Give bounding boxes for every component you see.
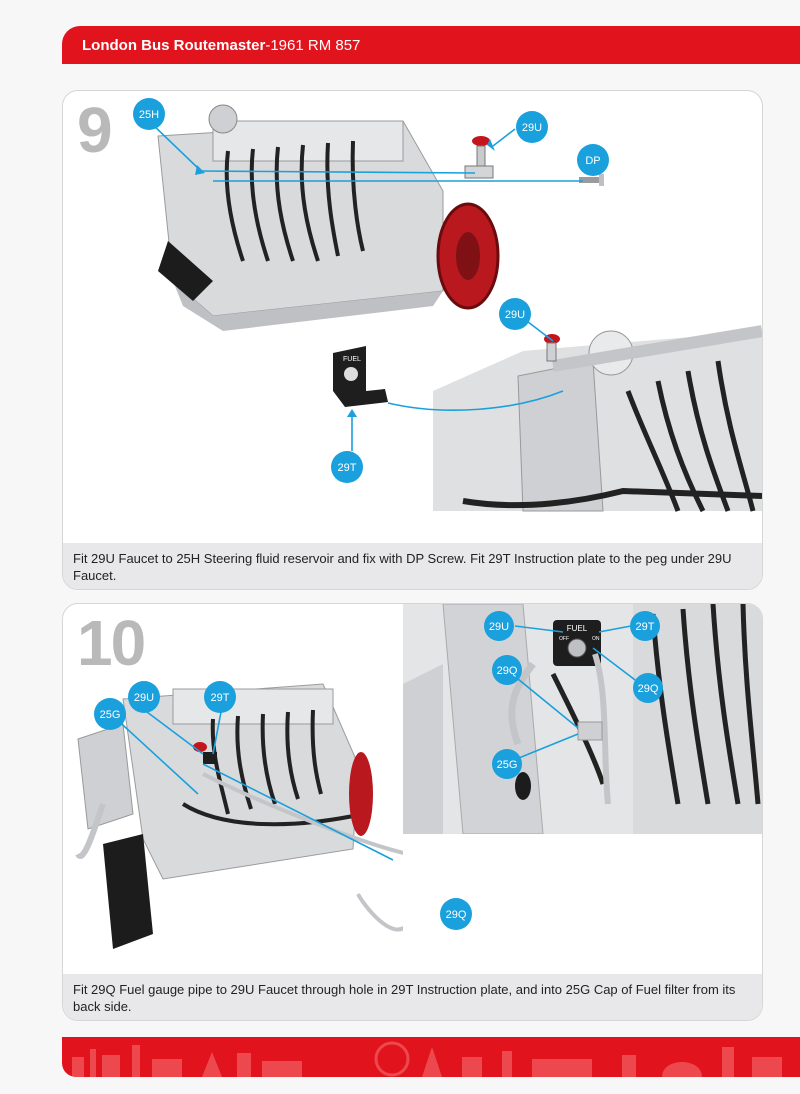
svg-text:29U: 29U [489, 621, 509, 633]
step-number-10: 10 [77, 607, 146, 679]
fuel-gauge-pipe [202, 772, 403, 932]
svg-text:29Q: 29Q [497, 665, 518, 677]
step-10-illustration: 25G 29U 29T [75, 681, 403, 949]
screw-dp [579, 174, 604, 186]
svg-text:29Q: 29Q [446, 909, 467, 921]
step-number-9: 9 [77, 94, 113, 166]
callout-29q-main: 29Q [440, 898, 472, 930]
title-bold: London Bus Routemaster [82, 37, 266, 54]
svg-text:29T: 29T [338, 462, 357, 474]
leader-lines [150, 122, 583, 451]
inset-callout-29t: 29T [630, 611, 660, 641]
svg-text:DP: DP [585, 155, 600, 167]
callout-29u: 29U [128, 681, 160, 713]
svg-text:29U: 29U [522, 122, 542, 134]
step-10-panel: 10 [62, 603, 763, 1021]
callout-29t: 29T [331, 451, 363, 483]
inset-callout-29u: 29U [484, 611, 514, 641]
svg-text:29T: 29T [636, 621, 655, 633]
page-title: London Bus Routemaster-1961 RM 857 [82, 37, 360, 54]
footer-skyline-bar [62, 1037, 800, 1077]
svg-text:25G: 25G [497, 759, 518, 771]
callout-29u-top: 29U [516, 111, 548, 143]
faucet-part-top [464, 136, 494, 179]
inset-illustration: FUEL OFF ON 29U 29T [403, 604, 762, 834]
step-10-overlay: 29Q [440, 898, 472, 930]
inset-callout-29q-a: 29Q [492, 655, 522, 685]
callout-29u-mid: 29U [499, 298, 531, 330]
svg-text:29U: 29U [134, 692, 154, 704]
fan-blades-10 [103, 834, 153, 949]
svg-text:29Q: 29Q [638, 683, 659, 695]
step-10-caption: Fit 29Q Fuel gauge pipe to 29U Faucet th… [63, 974, 762, 1020]
instruction-plate-29t: FUEL [333, 346, 388, 407]
engine-block-main [157, 104, 500, 331]
step-9-illustration: FUEL 25H 29U DP 29U [133, 98, 762, 513]
step-9-panel: 9 [62, 90, 763, 590]
engine-closeup [433, 325, 762, 513]
callout-25h: 25H [133, 98, 165, 130]
fan-blades [158, 241, 213, 301]
inset-callout-29q-b: 29Q [633, 673, 663, 703]
title-rest: -1961 RM 857 [265, 37, 361, 54]
callout-25g: 25G [94, 698, 126, 730]
step-10-inset: FUEL OFF ON 29U 29T [401, 604, 762, 836]
callout-dp: DP [577, 144, 609, 176]
plate-label: FUEL [343, 356, 361, 363]
leader-lines-10 [112, 708, 394, 861]
skyline-silhouette [72, 1041, 782, 1077]
callout-29t: 29T [204, 681, 236, 713]
step-9-caption: Fit 29U Faucet to 25H Steering fluid res… [63, 543, 762, 589]
svg-text:25H: 25H [139, 109, 159, 121]
inset-plate-fuel: FUEL [567, 624, 588, 633]
svg-text:25G: 25G [100, 709, 121, 721]
svg-text:29U: 29U [505, 309, 525, 321]
engine-block-step10 [75, 683, 403, 949]
inset-plate-off: OFF [559, 636, 569, 642]
header-bar: London Bus Routemaster-1961 RM 857 [62, 26, 800, 64]
inset-plate-on: ON [592, 636, 600, 642]
inset-callout-25g: 25G [492, 749, 522, 779]
svg-text:29T: 29T [211, 692, 230, 704]
